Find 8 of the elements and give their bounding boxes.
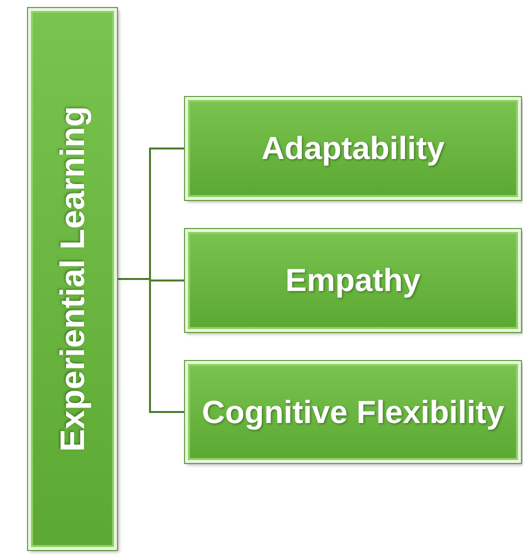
topic-label: Cognitive Flexibility (200, 394, 506, 430)
topic-label: Empathy (284, 262, 422, 299)
topic-label: Adaptability (260, 130, 446, 167)
category-label: Experiential Learning (56, 106, 90, 452)
topic-box (185, 361, 521, 463)
topic-box (185, 97, 521, 200)
topic-box (185, 229, 521, 332)
category-box (28, 8, 117, 550)
